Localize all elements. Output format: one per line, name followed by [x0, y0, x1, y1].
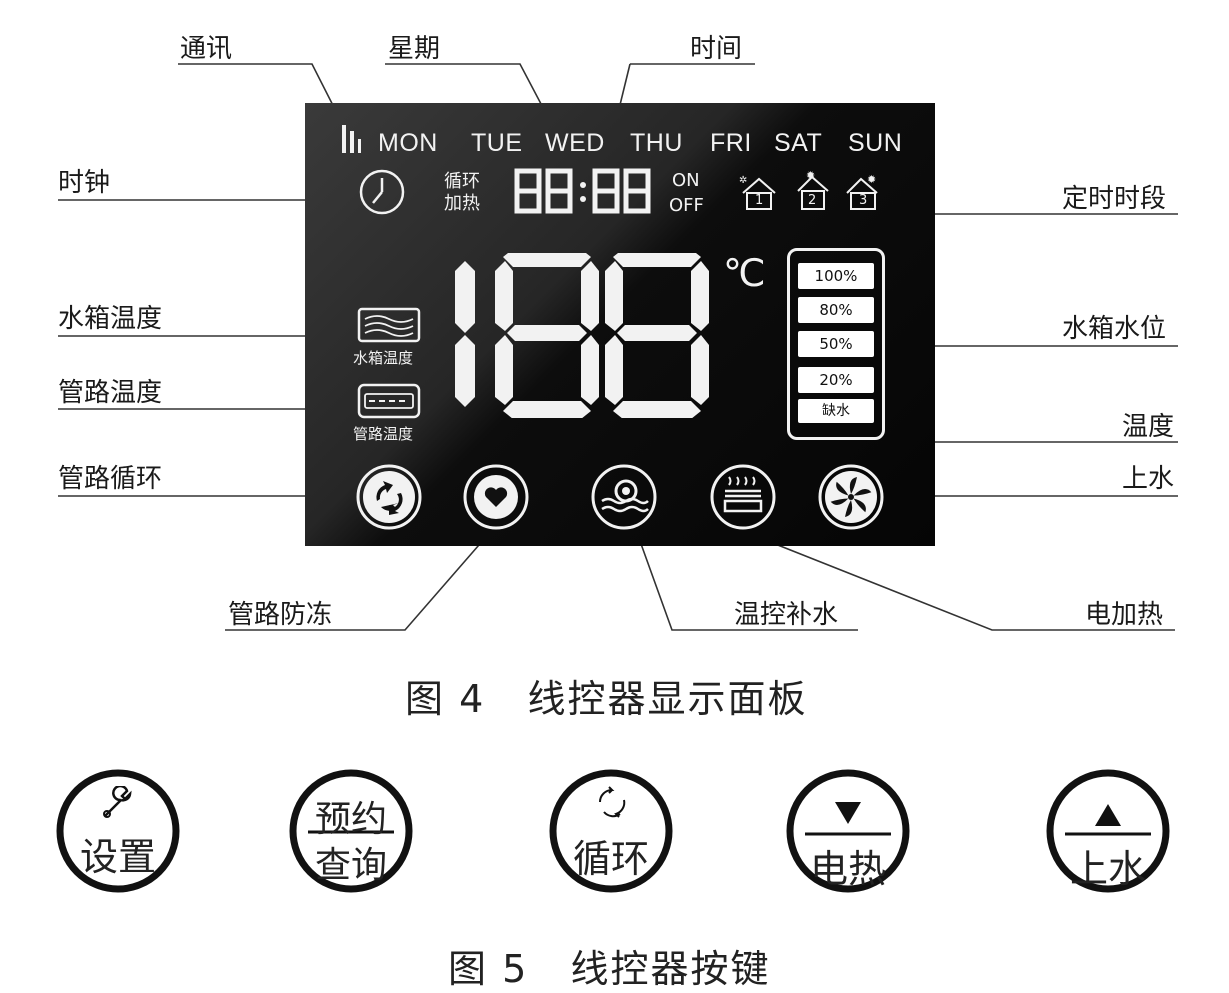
- callout-timer-period: 定时时段: [1062, 184, 1167, 214]
- period-2-number: 2: [808, 193, 817, 208]
- period-1-icon: ✲ 1: [735, 173, 780, 213]
- key-ring: [549, 769, 673, 893]
- weekday-wed: WED: [545, 129, 605, 157]
- electric-heat-key[interactable]: 电热: [785, 768, 911, 894]
- callout-pipe-antifreeze: 管路防冻: [228, 600, 333, 630]
- key-ring: [1046, 769, 1170, 893]
- down-triangle-icon: [835, 802, 861, 824]
- electric-heat-key-label: 电热: [809, 847, 886, 891]
- svg-text:✲: ✲: [739, 175, 747, 186]
- water-inlet-key-label: 上水: [1069, 847, 1146, 891]
- weekday-sat: SAT: [774, 129, 823, 157]
- schedule-query-key[interactable]: 预约 查询: [288, 768, 414, 894]
- query-key-bottom-label: 查询: [314, 845, 387, 886]
- cycle-label: 循环: [444, 171, 480, 192]
- callout-temperature: 温度: [1122, 412, 1175, 442]
- water-inlet-key[interactable]: 上水: [1045, 768, 1171, 894]
- period-3-number: 3: [859, 193, 868, 208]
- settings-key-label: 设置: [79, 835, 156, 879]
- figure4-caption: 图 4 线控器显示面板: [405, 677, 808, 721]
- water-level-gauge: 100% 80% 50% 20% 缺水: [787, 248, 885, 440]
- wrench-icon: [103, 786, 132, 818]
- heat-label: 加热: [444, 193, 480, 214]
- callout-pipe-cycle: 管路循环: [58, 464, 163, 494]
- period-2-icon: ✹ 2: [792, 169, 837, 213]
- callout-clock: 时钟: [58, 168, 111, 198]
- tank-temp-label: 水箱温度: [353, 349, 414, 367]
- level-50: 50%: [798, 331, 874, 357]
- weekday-thu: THU: [630, 129, 683, 157]
- svg-text:✹: ✹: [867, 173, 876, 186]
- svg-text:✹: ✹: [806, 169, 815, 182]
- signal-icon: [342, 125, 361, 153]
- temp-unit: ℃: [723, 251, 766, 295]
- display-panel: MON TUE WED THU FRI SAT SUN 循环 加热 ON OFF…: [305, 103, 935, 546]
- callout-pipe-temp: 管路温度: [58, 378, 163, 408]
- on-label: ON: [672, 170, 700, 191]
- cycle-icon: [356, 464, 422, 530]
- key-ring: [289, 769, 413, 893]
- weekday-mon: MON: [378, 129, 438, 157]
- fan-icon: [818, 464, 884, 530]
- pipe-temp-label: 管路温度: [353, 425, 414, 443]
- weekday-fri: FRI: [710, 129, 752, 157]
- level-80: 80%: [798, 297, 874, 323]
- level-20: 20%: [798, 367, 874, 393]
- figure5-caption: 图 5 线控器按键: [448, 947, 771, 991]
- callout-electric-heat: 电加热: [1085, 600, 1164, 630]
- callout-time: 时间: [690, 34, 743, 64]
- period-1-number: 1: [755, 193, 764, 208]
- settings-key[interactable]: 设置: [55, 768, 181, 894]
- callout-comm: 通讯: [180, 34, 233, 64]
- clock-icon: [359, 169, 405, 215]
- temp-digits: [455, 253, 709, 418]
- tank-temp-icon: [357, 307, 421, 343]
- cycle-key-label: 循环: [572, 837, 649, 881]
- time-digits: [514, 168, 651, 214]
- key-ring: [786, 769, 910, 893]
- cycle-key[interactable]: 循环: [548, 768, 674, 894]
- level-100: 100%: [798, 263, 874, 289]
- cycle-arrows-icon: [599, 786, 626, 818]
- key-ring: [56, 769, 180, 893]
- up-triangle-icon: [1095, 804, 1121, 826]
- pipe-temp-icon: [357, 383, 421, 419]
- electric-heat-icon: [710, 464, 776, 530]
- period-3-icon: ✹ 3: [841, 171, 886, 213]
- temp-refill-icon: [591, 464, 657, 530]
- callout-week: 星期: [388, 34, 441, 64]
- callout-temp-ctrl-refill: 温控补水: [734, 600, 839, 630]
- weekday-tue: TUE: [471, 129, 523, 157]
- callout-tank-level: 水箱水位: [1062, 314, 1167, 344]
- callout-water-inlet: 上水: [1122, 464, 1175, 494]
- callout-tank-temp: 水箱温度: [58, 304, 163, 334]
- heart-icon: [463, 464, 529, 530]
- schedule-key-top-label: 预约: [314, 799, 387, 840]
- weekday-sun: SUN: [848, 129, 903, 157]
- off-label: OFF: [669, 195, 704, 216]
- level-empty: 缺水: [798, 399, 874, 423]
